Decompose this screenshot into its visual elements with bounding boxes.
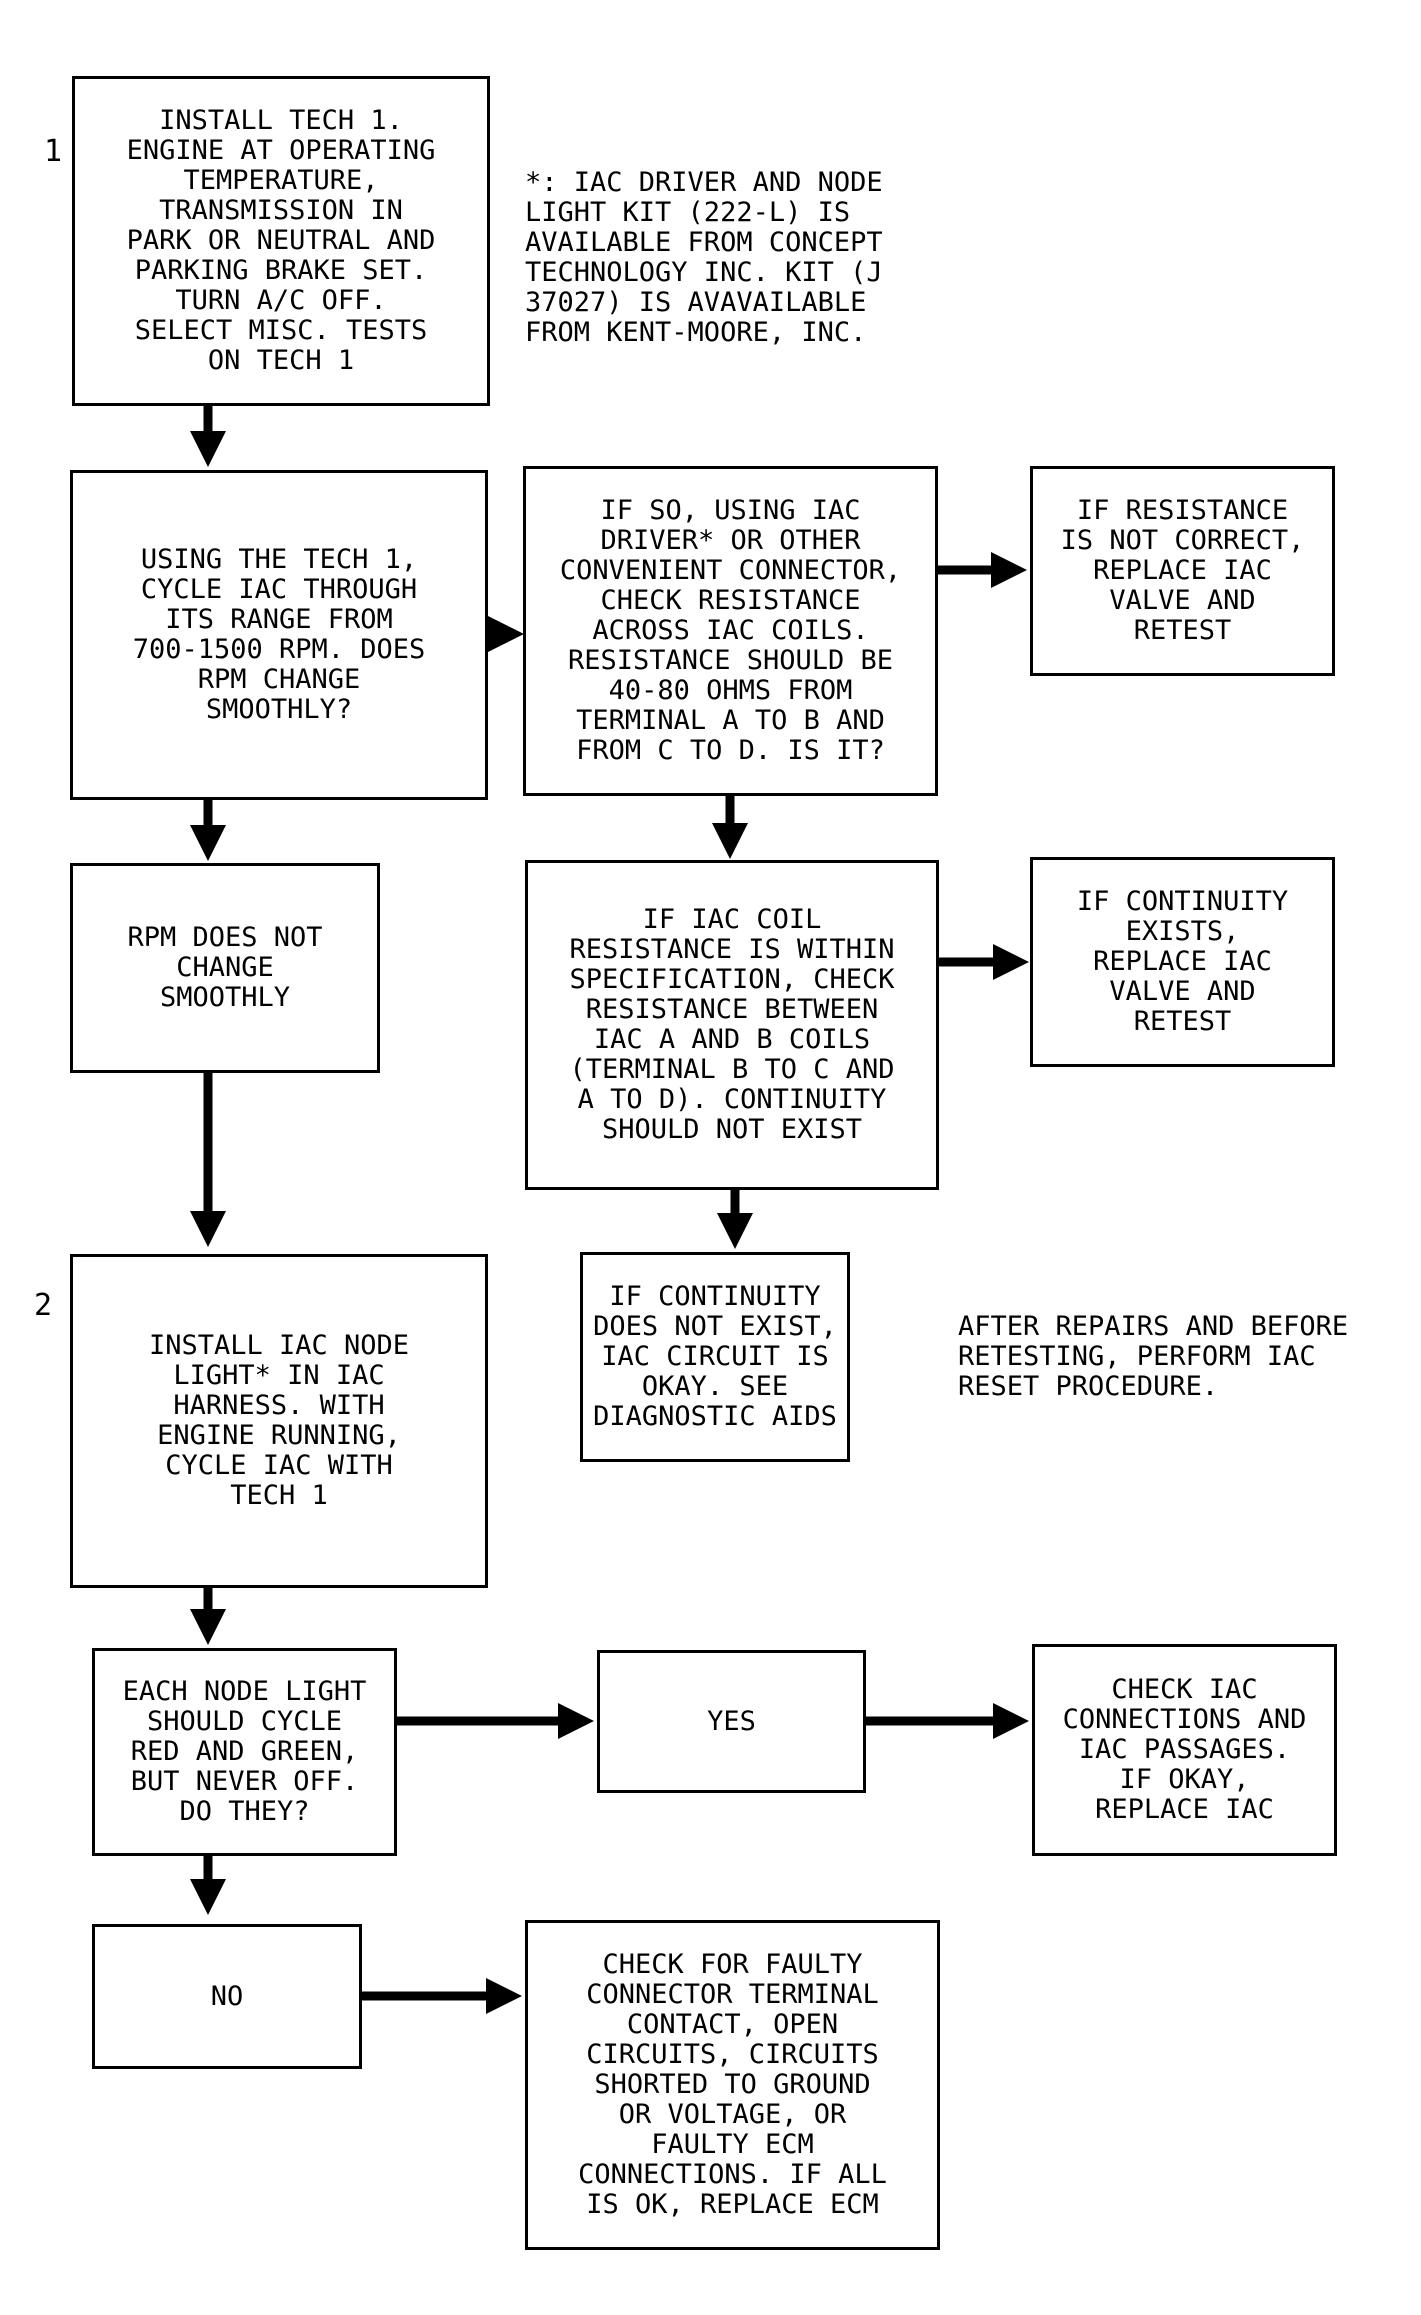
box-continuity-exists-text: IF CONTINUITY EXISTS, REPLACE IAC VALVE … [1076, 886, 1289, 1037]
box-continuity-not-exist: IF CONTINUITY DOES NOT EXIST, IAC CIRCUI… [580, 1252, 850, 1462]
box-install-tech1: INSTALL TECH 1. ENGINE AT OPERATING TEMP… [72, 76, 490, 406]
box-continuity-not-exist-text: IF CONTINUITY DOES NOT EXIST, IAC CIRCUI… [593, 1281, 837, 1432]
box-cycle-iac-range-text: USING THE TECH 1, CYCLE IAC THROUGH ITS … [132, 544, 426, 725]
box-resistance-not-correct-text: IF RESISTANCE IS NOT CORRECT, REPLACE IA… [1060, 495, 1305, 646]
box-cycle-iac-range: USING THE TECH 1, CYCLE IAC THROUGH ITS … [70, 470, 488, 800]
box-check-faulty-connector-text: CHECK FOR FAULTY CONNECTOR TERMINAL CONT… [578, 1949, 887, 2220]
step-number-1: 1 [44, 134, 63, 169]
box-rpm-not-smooth: RPM DOES NOT CHANGE SMOOTHLY [70, 863, 380, 1073]
step-number-2: 2 [34, 1288, 53, 1323]
box-install-tech1-text: INSTALL TECH 1. ENGINE AT OPERATING TEMP… [126, 105, 436, 376]
box-node-light-cycle-question-text: EACH NODE LIGHT SHOULD CYCLE RED AND GRE… [122, 1676, 367, 1827]
box-check-iac-connections: CHECK IAC CONNECTIONS AND IAC PASSAGES. … [1032, 1644, 1337, 1856]
box-yes: YES [597, 1650, 866, 1793]
box-node-light-cycle-question: EACH NODE LIGHT SHOULD CYCLE RED AND GRE… [92, 1648, 397, 1856]
box-check-iac-connections-text: CHECK IAC CONNECTIONS AND IAC PASSAGES. … [1062, 1674, 1307, 1825]
box-check-coil-resistance-text: IF SO, USING IAC DRIVER* OR OTHER CONVEN… [559, 495, 902, 766]
note-reset-procedure: AFTER REPAIRS AND BEFORE RETESTING, PERF… [958, 1311, 1349, 1402]
box-continuity-exists: IF CONTINUITY EXISTS, REPLACE IAC VALVE … [1030, 857, 1335, 1067]
box-check-resistance-between-coils-text: IF IAC COIL RESISTANCE IS WITHIN SPECIFI… [569, 904, 895, 1145]
box-no: NO [92, 1924, 362, 2069]
box-check-resistance-between-coils: IF IAC COIL RESISTANCE IS WITHIN SPECIFI… [525, 860, 939, 1190]
box-install-node-light-text: INSTALL IAC NODE LIGHT* IN IAC HARNESS. … [148, 1330, 410, 1511]
box-install-node-light: INSTALL IAC NODE LIGHT* IN IAC HARNESS. … [70, 1254, 488, 1588]
box-no-text: NO [210, 1980, 244, 2012]
note-kit-availability: *: IAC DRIVER AND NODE LIGHT KIT (222-L)… [525, 167, 883, 348]
box-yes-text: YES [707, 1705, 756, 1737]
box-resistance-not-correct: IF RESISTANCE IS NOT CORRECT, REPLACE IA… [1030, 466, 1335, 676]
box-check-faulty-connector: CHECK FOR FAULTY CONNECTOR TERMINAL CONT… [525, 1920, 940, 2250]
box-check-coil-resistance: IF SO, USING IAC DRIVER* OR OTHER CONVEN… [523, 466, 938, 796]
box-rpm-not-smooth-text: RPM DOES NOT CHANGE SMOOTHLY [127, 922, 323, 1013]
